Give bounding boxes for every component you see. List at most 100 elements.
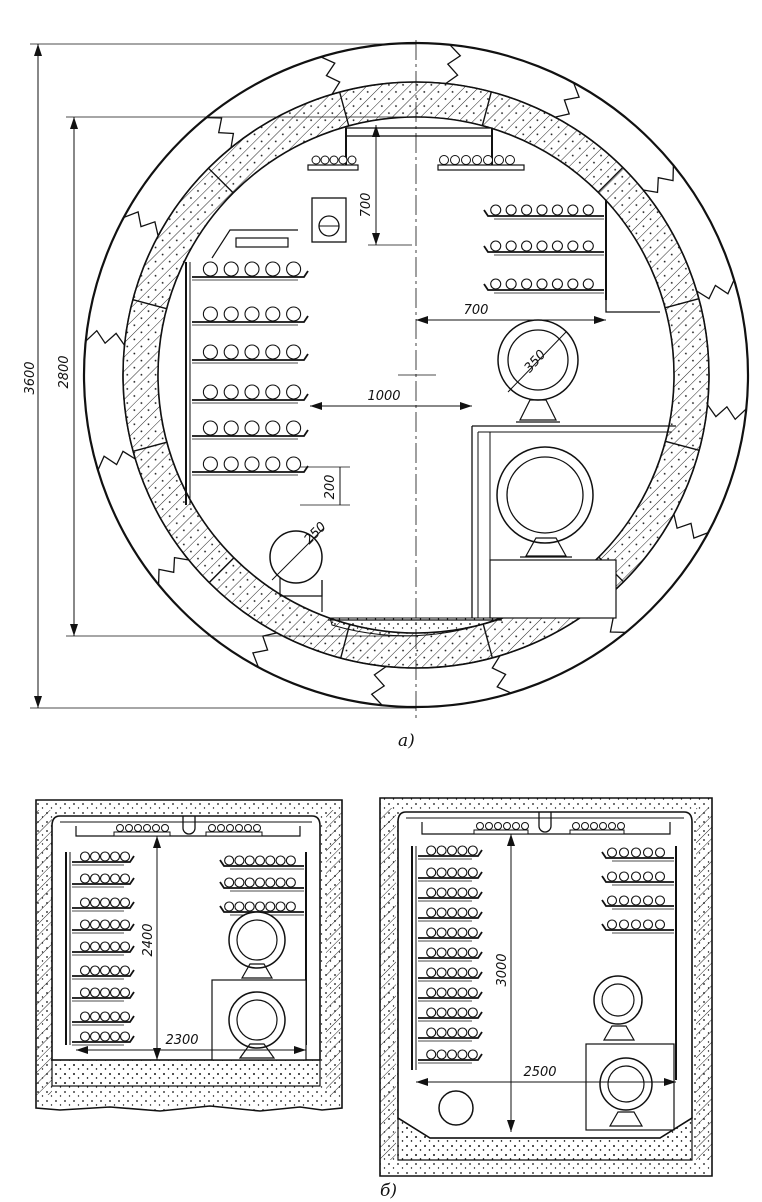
right-shelves <box>483 204 604 294</box>
cable-circle <box>244 901 255 912</box>
cable-shelf <box>418 907 483 922</box>
cable-circle <box>275 855 286 866</box>
cable-circle <box>244 384 260 400</box>
cable-circle <box>521 278 533 290</box>
cable-circle <box>119 897 131 908</box>
cable-circle <box>99 897 111 908</box>
cable-circle <box>265 261 281 277</box>
cable-circle <box>286 456 302 472</box>
cable-circle <box>89 873 101 884</box>
cable-circle <box>654 895 666 906</box>
cable-circle <box>109 987 121 998</box>
caption-a: а) <box>398 731 415 751</box>
right-box-left-shelves <box>418 845 483 1064</box>
cable-circle <box>618 847 630 858</box>
right-box-right-shelves <box>601 847 674 934</box>
cable-circle <box>286 384 302 400</box>
segment-joint <box>320 56 341 95</box>
cable-circle <box>521 204 533 216</box>
cable-circle <box>119 1031 131 1042</box>
dim-right-box-height: 3000 <box>495 953 510 986</box>
cable-circle <box>551 240 563 252</box>
cable-circle <box>457 947 468 958</box>
segment-joint <box>157 556 189 585</box>
cable-circle <box>446 1049 458 1060</box>
cable-circle <box>642 871 654 882</box>
cable-shelf <box>192 261 309 281</box>
cable-circle <box>606 919 618 930</box>
cable-circle <box>275 877 286 888</box>
cable-circle <box>244 855 255 866</box>
cable-circle <box>436 845 447 856</box>
cable-circle <box>467 1049 478 1060</box>
top-cable-tray <box>307 127 525 171</box>
cable-circle <box>234 901 245 912</box>
cable-circle <box>582 204 594 216</box>
cable-shelf <box>192 306 309 326</box>
cable-circle <box>490 204 502 216</box>
cable-circle <box>654 847 666 858</box>
cable-circle <box>265 456 281 472</box>
cable-circle <box>457 907 468 918</box>
cable-shelf <box>418 967 483 982</box>
floor-fill <box>329 617 501 637</box>
cable-circle <box>223 456 239 472</box>
cable-shelf <box>192 420 309 440</box>
cable-circle <box>467 927 478 938</box>
cable-circle <box>265 420 281 436</box>
cable-circle <box>89 897 101 908</box>
cable-circle <box>630 871 642 882</box>
cable-circle <box>446 927 458 938</box>
cable-circle <box>99 987 111 998</box>
cable-circle <box>119 987 131 998</box>
cable-circle <box>109 1011 121 1022</box>
cable-shelf <box>418 887 483 902</box>
cable-circle <box>265 855 276 866</box>
dim-right-gap: 700 <box>464 303 489 318</box>
dim-inner-diameter: 2800 <box>57 355 72 388</box>
cable-circle <box>606 847 618 858</box>
cable-circle <box>285 855 296 866</box>
cable-circle <box>618 919 630 930</box>
cable-shelf <box>219 901 304 916</box>
cable-circle <box>642 919 654 930</box>
cable-circle <box>567 240 579 252</box>
cable-shelf <box>72 987 135 1002</box>
cable-circle <box>505 204 517 216</box>
cable-circle <box>244 456 260 472</box>
right-box-drain-pipe <box>438 1090 474 1126</box>
cable-circle <box>109 851 121 862</box>
cable-circle <box>426 845 437 856</box>
cable-circle <box>642 895 654 906</box>
cable-circle <box>79 941 91 952</box>
cable-circle <box>99 919 111 930</box>
cable-shelf <box>192 456 309 476</box>
cable-circle <box>109 919 121 930</box>
cable-circle <box>286 420 302 436</box>
cable-circle <box>286 344 302 360</box>
cable-circle <box>224 901 235 912</box>
cable-circle <box>202 261 218 277</box>
right-box-floor <box>397 1116 693 1161</box>
cable-shelf <box>418 845 483 860</box>
figure-b-left-box-tunnel: 2400 2300 <box>35 799 343 1112</box>
cable-circle <box>89 965 101 976</box>
cable-circle <box>490 278 502 290</box>
dim-left-box-width: 2300 <box>165 1033 198 1048</box>
left-box-lamp-icon <box>182 816 196 835</box>
segment-joint <box>673 513 709 539</box>
cable-circle <box>467 967 478 978</box>
segment-joint <box>252 632 278 668</box>
right-box-lamp-icon <box>538 812 552 833</box>
segment-joint <box>706 404 747 421</box>
cable-circle <box>119 1011 131 1022</box>
cable-circle <box>119 851 131 862</box>
cable-shelf <box>601 871 674 886</box>
cable-circle <box>436 867 447 878</box>
cable-circle <box>467 1027 478 1038</box>
cable-circle <box>457 867 468 878</box>
cable-shelf <box>72 965 135 980</box>
cable-circle <box>265 344 281 360</box>
segment-joint <box>206 116 235 148</box>
